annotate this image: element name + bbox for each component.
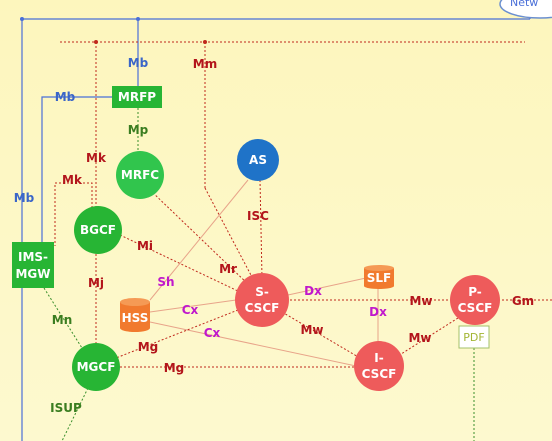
slf-label: SLF bbox=[367, 271, 392, 285]
hss-label: HSS bbox=[122, 311, 149, 325]
mgcf-node[interactable]: MGCF bbox=[72, 343, 120, 391]
network-cloud-label: Netw bbox=[510, 0, 538, 9]
bgcf-label: BGCF bbox=[80, 223, 116, 237]
bgcf-node[interactable]: BGCF bbox=[74, 206, 122, 254]
interface-label-mb-side: Mb bbox=[14, 191, 35, 205]
interface-label-mb-top: Mb bbox=[128, 56, 149, 70]
interface-label-mn: Mn bbox=[52, 313, 72, 327]
interface-label-mm: Mm bbox=[193, 57, 217, 71]
p-cscf-node[interactable]: P- CSCF bbox=[450, 275, 500, 325]
interface-label-sh: Sh bbox=[157, 275, 174, 289]
interface-label-dx-1: Dx bbox=[304, 284, 322, 298]
p-cscf-label-line2: CSCF bbox=[458, 301, 493, 315]
interface-label-mk-2: Mk bbox=[62, 173, 83, 187]
mrfp-label: MRFP bbox=[118, 90, 156, 104]
interface-label-mj: Mj bbox=[88, 276, 104, 290]
mgcf-label: MGCF bbox=[77, 360, 116, 374]
interface-label-mp: Mp bbox=[128, 123, 149, 137]
as-label: AS bbox=[249, 153, 267, 167]
pdf-label: PDF bbox=[463, 331, 484, 344]
connection-lines bbox=[20, 6, 552, 441]
s-cscf-node[interactable]: S- CSCF bbox=[235, 273, 289, 327]
interface-label-mw-3: Mw bbox=[408, 331, 431, 345]
interface-label-mg-2: Mg bbox=[164, 361, 185, 375]
interface-label-mr: Mr bbox=[219, 262, 237, 276]
interface-label-gm: Gm bbox=[512, 294, 534, 308]
interface-label-isup: ISUP bbox=[50, 401, 82, 415]
s-cscf-label-line2: CSCF bbox=[245, 301, 280, 315]
interface-label-mw-2: Mw bbox=[300, 323, 323, 337]
slf-node[interactable]: SLF bbox=[364, 265, 394, 289]
mrfp-node[interactable]: MRFP bbox=[112, 86, 162, 108]
hss-node[interactable]: HSS bbox=[120, 298, 150, 332]
interface-label-mg-1: Mg bbox=[138, 340, 159, 354]
interface-label-cx-1: Cx bbox=[182, 303, 199, 317]
interface-label-mw-1: Mw bbox=[409, 294, 432, 308]
pdf-node[interactable]: PDF bbox=[458, 325, 490, 349]
interface-labels: Mb Mm Mb Mp Mb Mk Mk ISC Mi Mr Sh Mj Dx … bbox=[14, 56, 534, 415]
ims-mgw-label-line1: IMS- bbox=[18, 250, 48, 264]
as-node[interactable]: AS bbox=[237, 139, 279, 181]
interface-label-mk-1: Mk bbox=[86, 151, 107, 165]
i-cscf-node[interactable]: I- CSCF bbox=[354, 341, 404, 391]
interface-label-cx-2: Cx bbox=[204, 326, 221, 340]
mrfc-node[interactable]: MRFC bbox=[116, 151, 164, 199]
interface-label-mb-left: Mb bbox=[55, 90, 76, 104]
s-cscf-label-line1: S- bbox=[255, 285, 269, 299]
network-cloud: Netw bbox=[499, 0, 552, 19]
mrfc-label: MRFC bbox=[121, 168, 159, 182]
interface-label-mi: Mi bbox=[137, 239, 153, 253]
p-cscf-label-line1: P- bbox=[468, 285, 482, 299]
ims-mgw-label-line2: MGW bbox=[15, 267, 50, 281]
interface-label-dx-2: Dx bbox=[369, 305, 387, 319]
ims-mgw-node[interactable]: IMS- MGW bbox=[12, 242, 54, 288]
i-cscf-label-line1: I- bbox=[374, 351, 383, 365]
interface-label-isc: ISC bbox=[247, 209, 269, 223]
i-cscf-label-line2: CSCF bbox=[362, 367, 397, 381]
